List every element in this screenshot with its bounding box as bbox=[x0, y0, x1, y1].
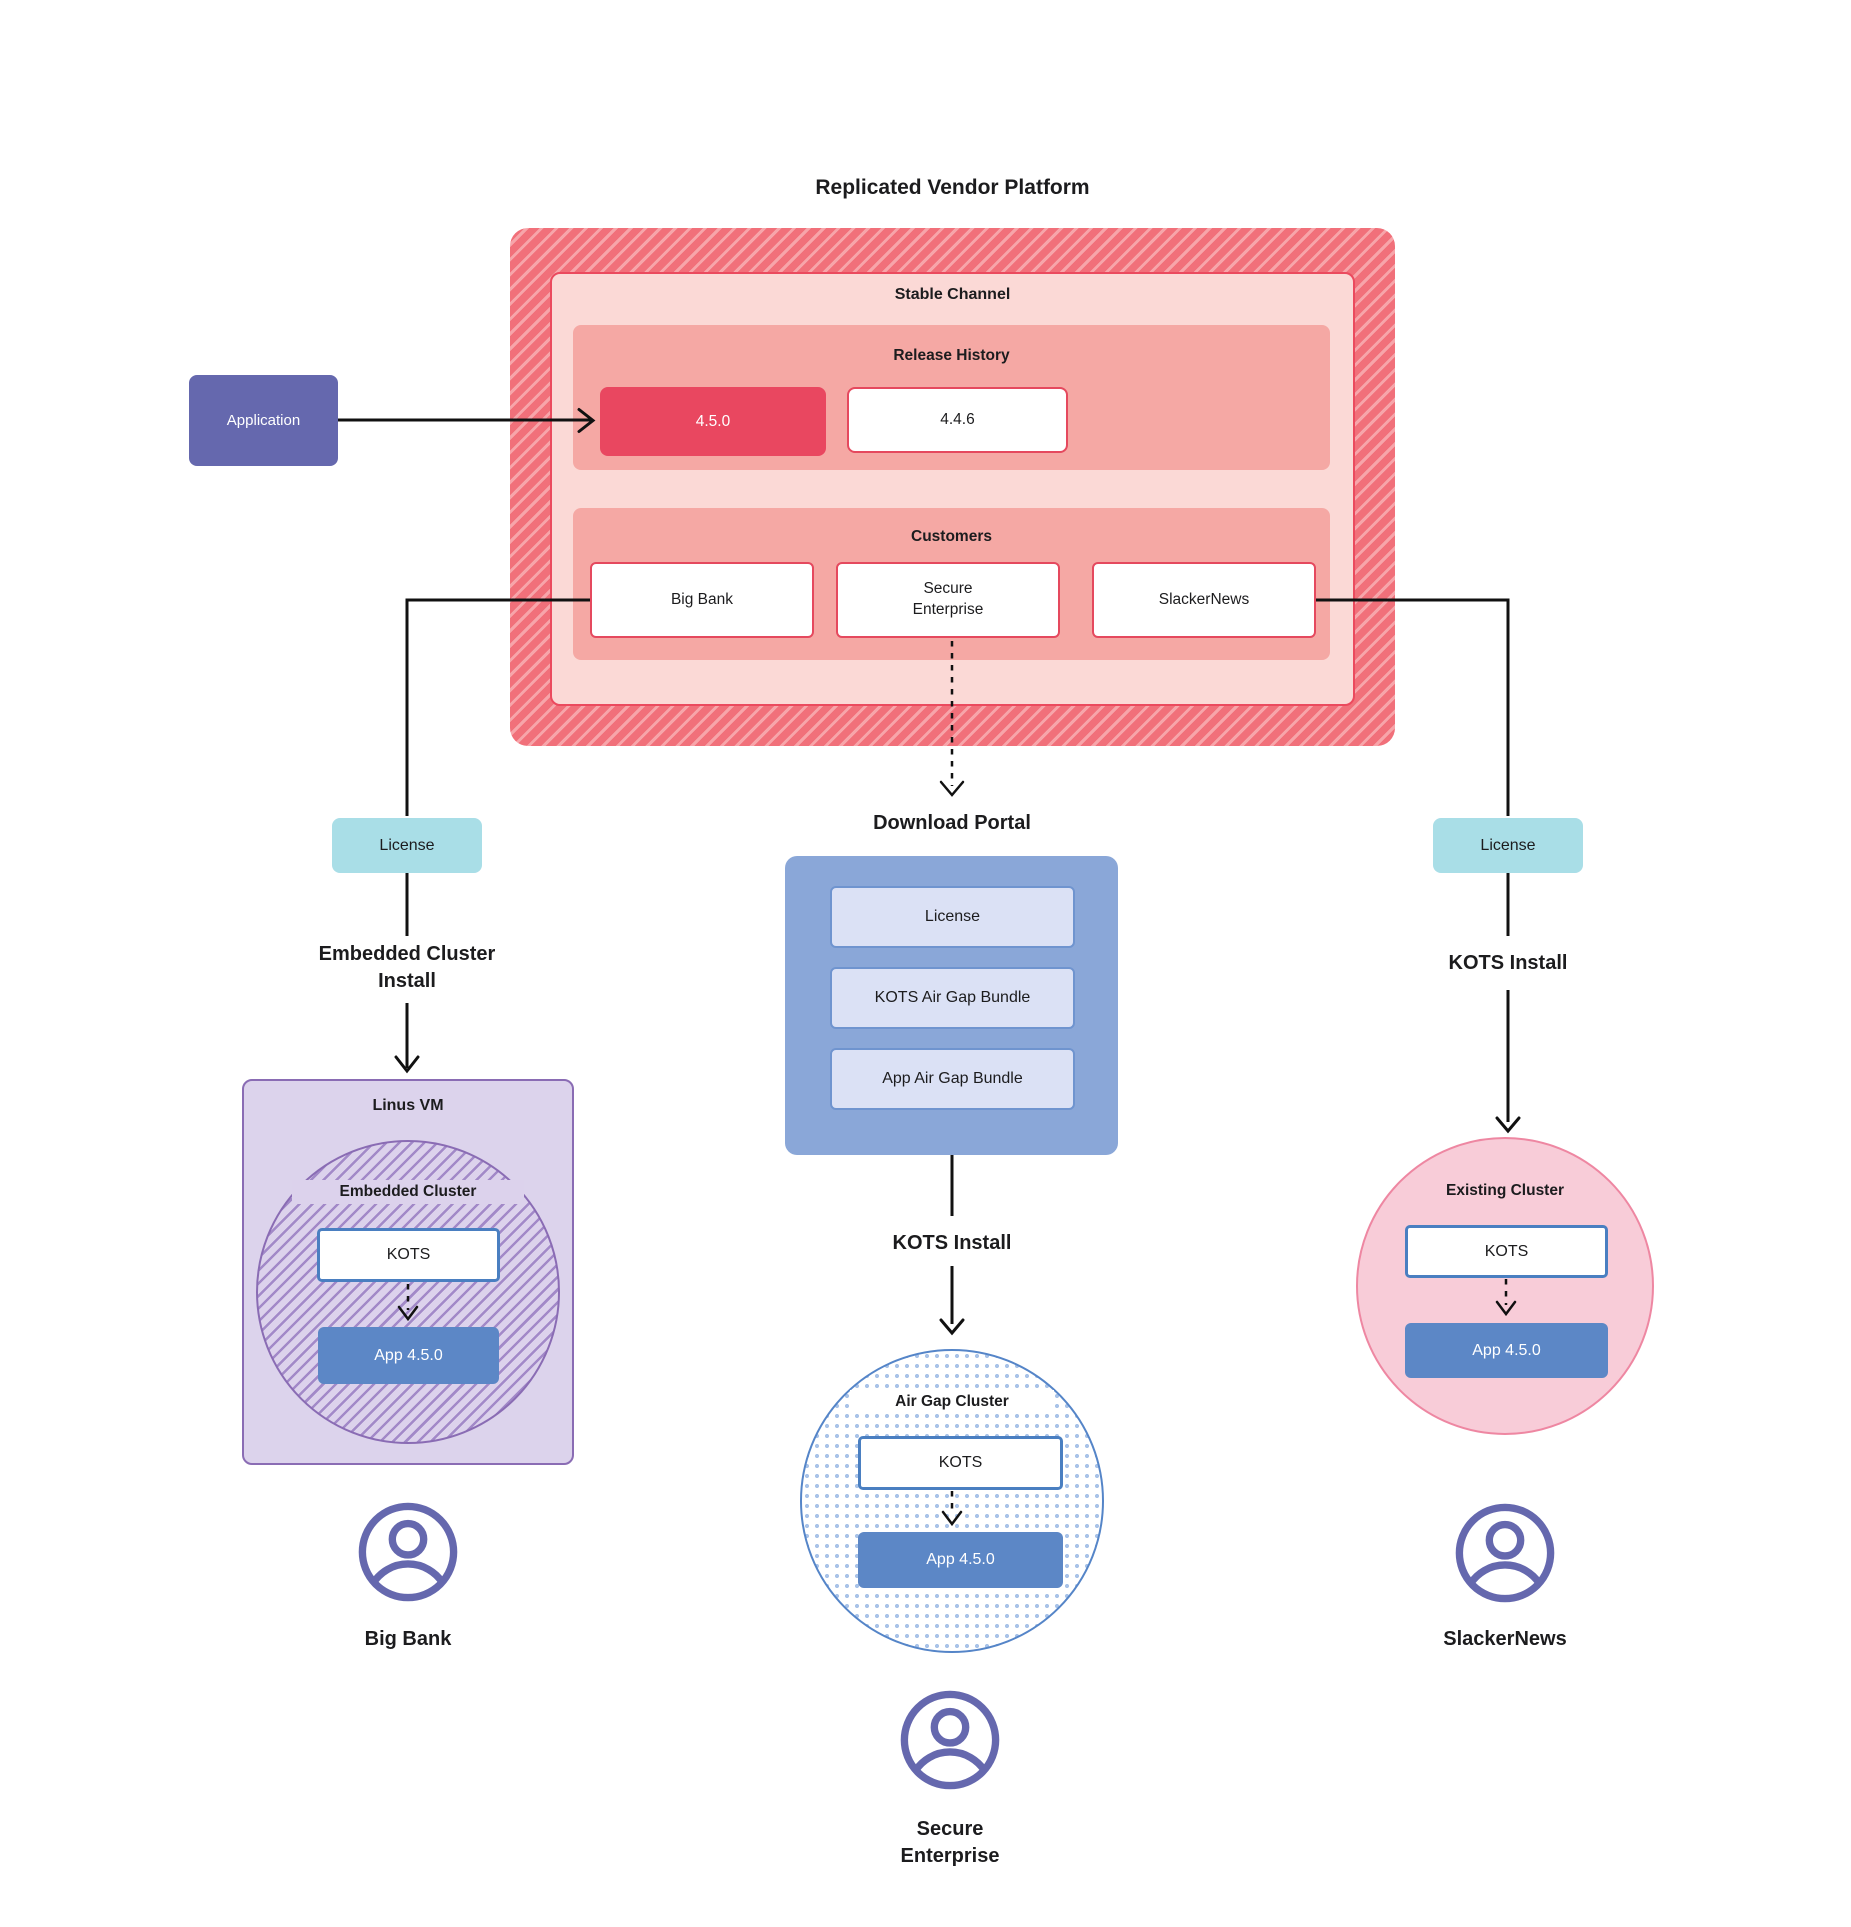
portal-item-license: License bbox=[830, 886, 1075, 948]
release-previous-version: 4.4.6 bbox=[940, 411, 975, 428]
kots-box-right: KOTS bbox=[1405, 1225, 1608, 1278]
existing-cluster-label: Existing Cluster bbox=[1446, 1182, 1564, 1199]
customers-label: Customers bbox=[911, 528, 992, 545]
kots-box-left: KOTS bbox=[317, 1228, 500, 1282]
application-box: Application bbox=[189, 375, 338, 466]
secure-enterprise-caption: Secure Enterprise bbox=[900, 1818, 1000, 1867]
release-history-label: Release History bbox=[893, 347, 1010, 364]
big-bank-caption: Big Bank bbox=[364, 1628, 452, 1650]
customer-slackernews-box: SlackerNews bbox=[1092, 562, 1316, 638]
kots-install-label-center: KOTS Install bbox=[892, 1232, 1012, 1254]
license-box-right: License bbox=[1433, 818, 1583, 873]
stable-channel-label: Stable Channel bbox=[894, 286, 1011, 303]
slackernews-caption: SlackerNews bbox=[1443, 1628, 1567, 1650]
embedded-cluster-label: Embedded Cluster bbox=[292, 1180, 524, 1204]
release-current-box: 4.5.0 bbox=[600, 387, 826, 456]
page-title: Replicated Vendor Platform bbox=[510, 176, 1395, 200]
download-portal-label: Download Portal bbox=[873, 812, 1031, 834]
app-box-right: App 4.5.0 bbox=[1405, 1323, 1608, 1378]
slackernews-user-icon bbox=[1454, 1502, 1556, 1604]
release-previous-box: 4.4.6 bbox=[847, 387, 1068, 453]
customer-secure-enterprise-box: Secure Enterprise bbox=[836, 562, 1060, 638]
app-box-left: App 4.5.0 bbox=[318, 1327, 499, 1384]
customer-big-bank-box: Big Bank bbox=[590, 562, 814, 638]
license-box-left: License bbox=[332, 818, 482, 873]
air-gap-cluster-label: Air Gap Cluster bbox=[850, 1390, 1054, 1414]
embedded-cluster-install-label: Embedded Cluster Install bbox=[318, 943, 496, 992]
application-label: Application bbox=[226, 412, 301, 429]
secure-enterprise-user-icon bbox=[899, 1689, 1001, 1791]
kots-box-center: KOTS bbox=[858, 1436, 1063, 1490]
portal-item-app-airgap-bundle: App Air Gap Bundle bbox=[830, 1048, 1075, 1110]
page-title-text: Replicated Vendor Platform bbox=[815, 176, 1090, 199]
kots-install-label-right: KOTS Install bbox=[1448, 952, 1568, 974]
linus-vm-label: Linus VM bbox=[372, 1097, 444, 1114]
release-current-version: 4.5.0 bbox=[695, 412, 731, 430]
portal-item-kots-airgap-bundle: KOTS Air Gap Bundle bbox=[830, 967, 1075, 1029]
app-box-center: App 4.5.0 bbox=[858, 1532, 1063, 1588]
big-bank-user-icon bbox=[357, 1501, 459, 1603]
